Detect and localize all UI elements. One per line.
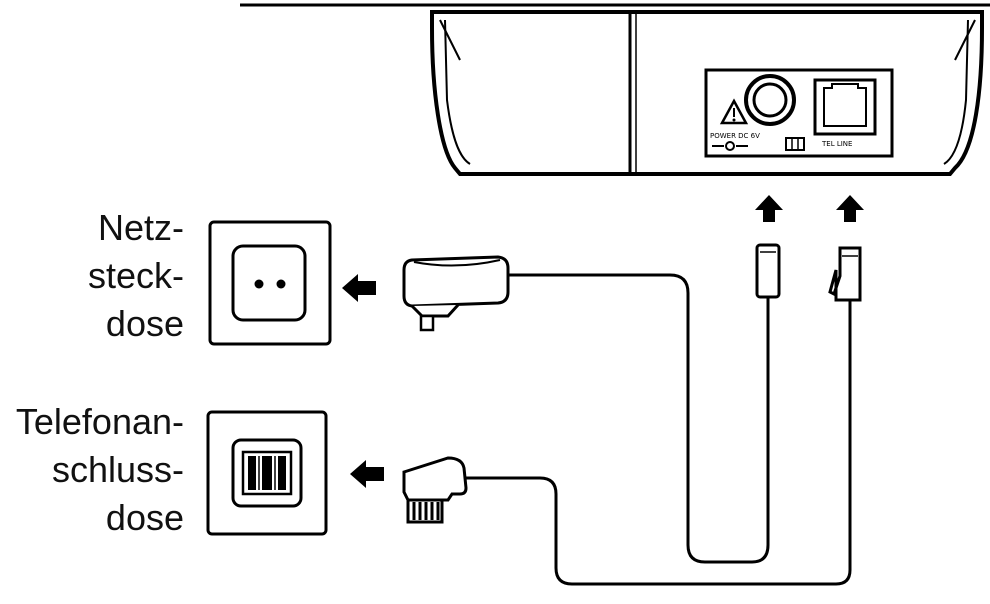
phone-outlet-label: Telefonan- schluss- dose <box>16 398 184 542</box>
arrow-up-icon <box>836 195 864 222</box>
phone-outlet-label-line-2: schluss- <box>51 449 184 490</box>
power-wall-outlet <box>208 220 332 346</box>
power-port-label: POWER DC 6V <box>710 132 760 140</box>
tae-plug <box>402 456 468 524</box>
phone-outlet-label-line-3: dose <box>105 497 184 538</box>
power-barrel-plug <box>755 243 781 299</box>
tel-line-jack <box>813 78 877 136</box>
tel-port-label: TEL LINE <box>821 140 852 148</box>
small-switch <box>785 137 805 151</box>
power-jack <box>744 74 796 126</box>
power-outlet-label-line-1: Netz- <box>97 207 184 248</box>
tel-line-plug <box>828 246 862 302</box>
power-outlet-label-line-2: steck- <box>87 255 184 296</box>
port-panel <box>704 68 894 158</box>
power-outlet-label: Netz- steck- dose <box>88 204 184 348</box>
arrow-left-icon <box>342 274 376 302</box>
arrow-up-icon <box>755 195 783 222</box>
polarity-symbol <box>712 141 748 151</box>
phone-wall-outlet <box>206 410 328 536</box>
warning-triangle-icon <box>719 98 749 125</box>
arrow-left-icon <box>350 460 384 488</box>
power-outlet-label-line-3: dose <box>105 303 184 344</box>
cables <box>463 273 852 586</box>
power-adapter <box>402 255 510 332</box>
phone-outlet-label-line-1: Telefonan- <box>15 401 184 442</box>
